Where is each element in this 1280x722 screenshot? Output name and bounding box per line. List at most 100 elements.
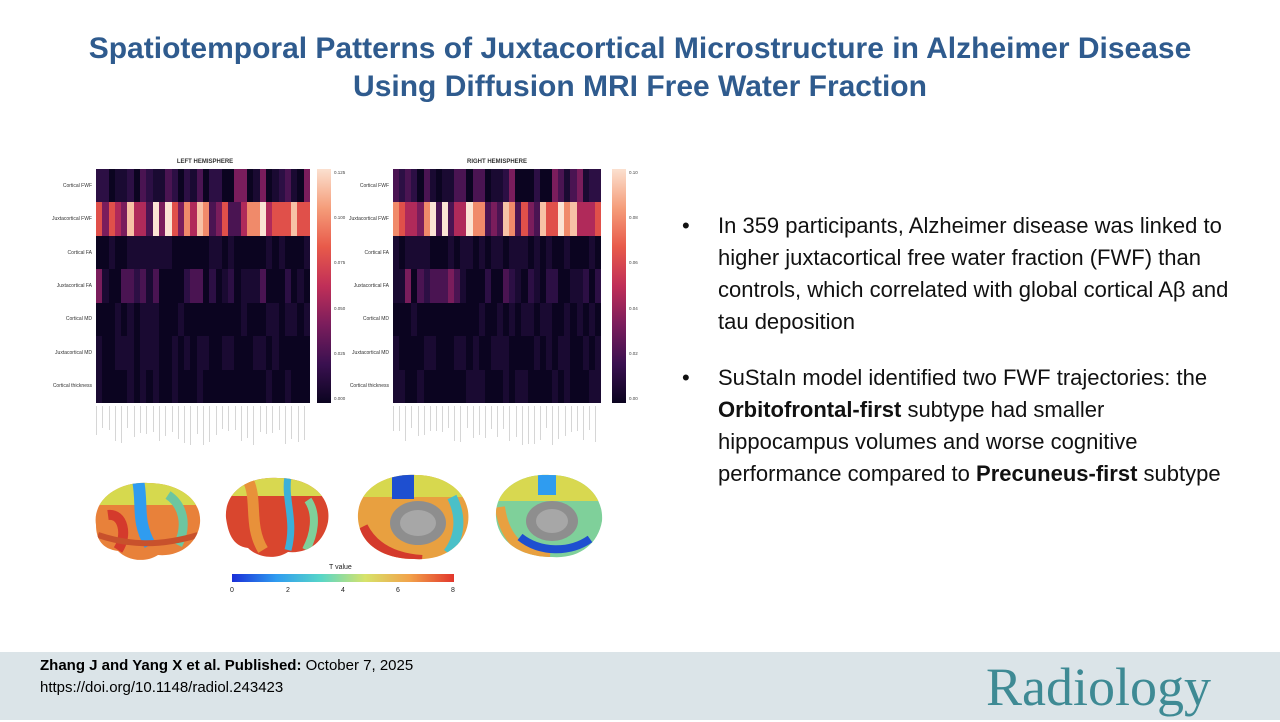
heatmap-cell (240, 269, 248, 303)
heatmap-row-label: Juxtacortical FWF (51, 216, 92, 223)
column-tick (158, 406, 165, 441)
heatmap-cell (576, 202, 583, 236)
heatmap-cell (165, 269, 172, 303)
heatmap-cell (171, 302, 178, 337)
heatmap-cell (240, 235, 248, 270)
heatmap-cell (417, 269, 424, 303)
heatmap-cell (108, 169, 115, 203)
column-tick (133, 406, 140, 437)
heatmap-cell (454, 169, 461, 203)
heatmap-cell (423, 369, 430, 403)
heatmap-cell (272, 202, 279, 236)
heatmap-cell (521, 269, 528, 303)
heatmap-cell (399, 169, 406, 203)
heatmap-cell (509, 302, 516, 337)
heatmap-cell (108, 336, 115, 370)
heatmap-cell (140, 269, 147, 303)
heatmap-cell (196, 269, 203, 303)
heatmap-cell (215, 202, 222, 236)
heatmap-cell (582, 202, 589, 236)
heatmap-cell (423, 235, 430, 270)
heatmap-cell (564, 269, 571, 303)
heatmap-cell (127, 169, 134, 203)
column-tick (102, 406, 108, 428)
heatmap-cell (509, 336, 516, 370)
heatmap-cell (454, 302, 461, 337)
heatmap-cell (190, 302, 197, 337)
tscale-tick-8: 8 (451, 587, 455, 594)
heatmap-cell (247, 369, 254, 403)
heatmap-cell (466, 169, 473, 203)
tscale-tick-2: 2 (286, 587, 290, 594)
heatmap-cell (140, 302, 147, 337)
heatmap-cell (284, 169, 292, 203)
heatmap-cell (484, 369, 491, 403)
heatmap-row-label: Juxtacortical FA (56, 283, 92, 289)
heatmap-cell (393, 269, 400, 303)
heatmap-cell (291, 269, 298, 303)
column-tick (484, 406, 491, 438)
heatmap-cell (588, 302, 595, 337)
heatmap-cell (588, 369, 595, 403)
heatmap-cell (272, 169, 279, 203)
heatmap-cell (405, 302, 412, 337)
heatmap-cell (247, 269, 254, 303)
column-tick (127, 406, 133, 428)
heatmap-cell (102, 202, 109, 236)
heatmap-cell (102, 336, 109, 370)
heatmap-cell (177, 369, 185, 403)
heatmap-cell (594, 302, 601, 337)
heatmap-cell (284, 202, 292, 236)
colorbar-tick: 0.04 (629, 305, 638, 311)
heatmap-cell (417, 336, 424, 370)
heatmap-cell (190, 202, 197, 236)
heatmap-cell (441, 169, 449, 203)
left-heatmap (96, 169, 310, 403)
heatmap-cell (429, 269, 436, 303)
heatmap-cell (429, 336, 436, 370)
heatmap-cell (209, 336, 216, 370)
heatmap-cell (259, 235, 266, 270)
heatmap-cell (497, 336, 504, 370)
heatmap-cell (121, 202, 128, 236)
heatmap-cell (146, 235, 153, 270)
brain-left-lateral-image (95, 482, 201, 560)
heatmap-row-label: Juxtacortical FWF (348, 216, 389, 223)
heatmap-cell (454, 202, 461, 236)
heatmap-cell (539, 336, 546, 370)
heatmap-cell (448, 169, 455, 203)
column-tick (417, 406, 424, 436)
heatmap-cell (184, 202, 191, 236)
heatmap-cell (558, 169, 565, 203)
heatmap-cell (552, 169, 559, 203)
heatmap-cell (405, 336, 412, 370)
heatmap-cell (133, 269, 141, 303)
heatmap-cell (545, 169, 553, 203)
heatmap-cell (121, 302, 128, 337)
column-tick (491, 406, 497, 429)
heatmap-cell (209, 269, 216, 303)
heatmap-row-label: Cortical thickness (349, 383, 389, 390)
heatmap-cell (393, 169, 400, 203)
heatmap-cell (588, 169, 595, 203)
column-tick (399, 406, 405, 431)
heatmap-cell (545, 269, 553, 303)
heatmap-cell (96, 269, 103, 303)
heatmap-cell (466, 336, 473, 370)
heatmap-cell (399, 336, 406, 370)
heatmap-cell (108, 302, 115, 337)
heatmap-cell (202, 369, 210, 403)
heatmap-cell (417, 235, 424, 270)
heatmap-cell (423, 336, 430, 370)
heatmap-cell (582, 336, 589, 370)
heatmap-cell (152, 369, 159, 403)
doi-link[interactable]: https://doi.org/10.1148/radiol.243423 (40, 679, 284, 696)
heatmap-cell (484, 169, 491, 203)
heatmap-row-label: Cortical FA (67, 249, 92, 256)
heatmap-cell (171, 235, 178, 270)
column-tick (247, 406, 253, 438)
heatmap-cell (509, 235, 516, 270)
column-tick (184, 406, 190, 443)
heatmap-cell (497, 269, 504, 303)
heatmap-cell (177, 336, 185, 370)
